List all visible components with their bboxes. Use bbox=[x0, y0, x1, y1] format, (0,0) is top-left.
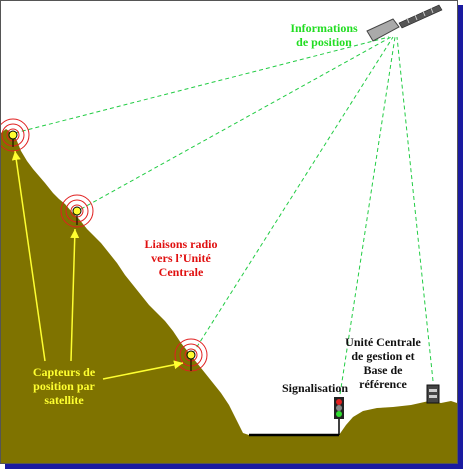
signal-light-icon bbox=[334, 397, 344, 435]
link-central-unit bbox=[396, 36, 434, 382]
sensor-arrows bbox=[11, 150, 184, 380]
signalisation-label: Signalisation bbox=[281, 381, 349, 395]
gps-sensor-icon bbox=[60, 194, 94, 228]
radio-links-label: Liaisons radio vers l’Unité Centrale bbox=[144, 237, 218, 279]
radio-links bbox=[14, 36, 434, 402]
satellite-icon bbox=[366, 4, 443, 42]
gps-sensor-icon bbox=[174, 338, 208, 372]
link-top-sensor bbox=[14, 36, 390, 134]
central-unit-label: Unité Centrale de gestion et Base de réf… bbox=[345, 335, 421, 391]
diagram-scene bbox=[1, 4, 457, 463]
satellite-info-label: Informations de position bbox=[290, 21, 358, 49]
link-signalisation bbox=[338, 36, 396, 402]
mountain-terrain bbox=[1, 129, 457, 463]
central-unit-icon bbox=[426, 384, 440, 404]
diagram-frame: Informations de position Liaisons radio … bbox=[0, 0, 458, 464]
link-low-sensor bbox=[192, 36, 394, 354]
link-middle-sensor bbox=[80, 36, 392, 210]
sensors-label: Capteurs de position par satellite bbox=[32, 365, 96, 407]
